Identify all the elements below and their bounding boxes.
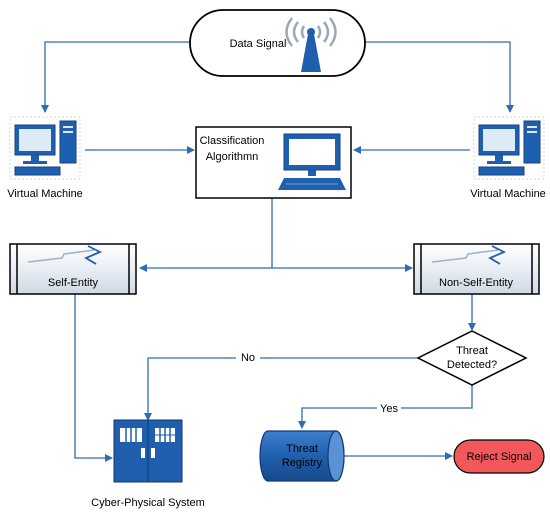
edge-threat-no (144, 357, 418, 421)
data-signal-label: Data Signal (230, 38, 287, 50)
lightning-bolt-icon (431, 245, 507, 265)
classification-node: Classification Algorithmn (195, 126, 352, 199)
cyber-physical-system-node: Cyber-Physical System (91, 419, 205, 509)
virtual-machine-right: Virtual Machine (470, 116, 546, 200)
edge-label-no: No (241, 352, 255, 364)
threat-registry-line1: Threat (286, 443, 318, 455)
desktop-computer-icon (278, 133, 346, 190)
non-self-entity-node: Non-Self-Entity (413, 243, 540, 295)
reject-signal-node: Reject Signal (453, 439, 545, 474)
desktop-computer-icon (9, 116, 81, 180)
edge-signal-to-right-vm (365, 41, 514, 113)
edge-self-to-cps (74, 294, 113, 462)
classification-label-line2: Algorithmn (206, 151, 259, 163)
threat-detected-decision: Threat Detected? (416, 330, 528, 386)
virtual-machine-left-label: Virtual Machine (7, 188, 83, 200)
virtual-machine-right-label: Virtual Machine (470, 188, 546, 200)
edge-label-yes: Yes (380, 403, 398, 415)
classification-label-line1: Classification (200, 135, 265, 147)
edge-signal-to-left-vm (41, 41, 190, 113)
connectors (41, 41, 514, 462)
threat-registry-line2: Registry (282, 457, 323, 469)
antenna-icon (285, 17, 337, 72)
reject-signal-label: Reject Signal (467, 451, 532, 463)
non-self-entity-label: Non-Self-Entity (439, 277, 513, 289)
self-entity-node: Self-Entity (9, 243, 137, 295)
desktop-computer-icon (473, 116, 545, 180)
data-signal-node: Data Signal (189, 9, 366, 77)
cyber-physical-system-label: Cyber-Physical System (91, 497, 205, 509)
threat-detected-line2: Detected? (447, 359, 497, 371)
server-icon (113, 419, 183, 483)
self-entity-label: Self-Entity (48, 277, 99, 289)
lightning-bolt-icon (27, 245, 103, 265)
threat-detected-line1: Threat (456, 345, 488, 357)
threat-registry-node: Threat Registry (259, 430, 345, 482)
virtual-machine-left: Virtual Machine (7, 116, 83, 200)
